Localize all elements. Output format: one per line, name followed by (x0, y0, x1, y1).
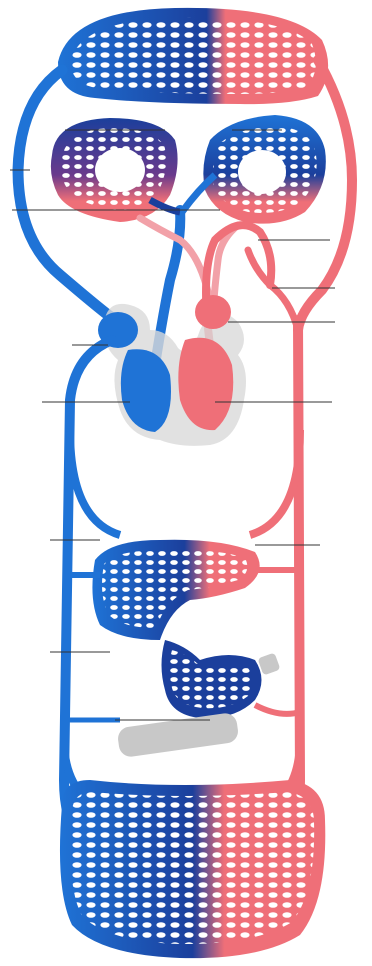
left-atrium (195, 295, 231, 329)
head-capillary-network (58, 8, 328, 104)
kidney-capillaries (64, 640, 300, 758)
organ-tube-icon (257, 652, 280, 675)
visceral-loop (70, 430, 300, 535)
organ-cylinder-icon (116, 712, 239, 758)
lower-body-capillaries (60, 780, 325, 958)
digestive-capillaries (64, 540, 300, 640)
right-lung-capillaries (203, 115, 326, 224)
heart (98, 295, 246, 446)
